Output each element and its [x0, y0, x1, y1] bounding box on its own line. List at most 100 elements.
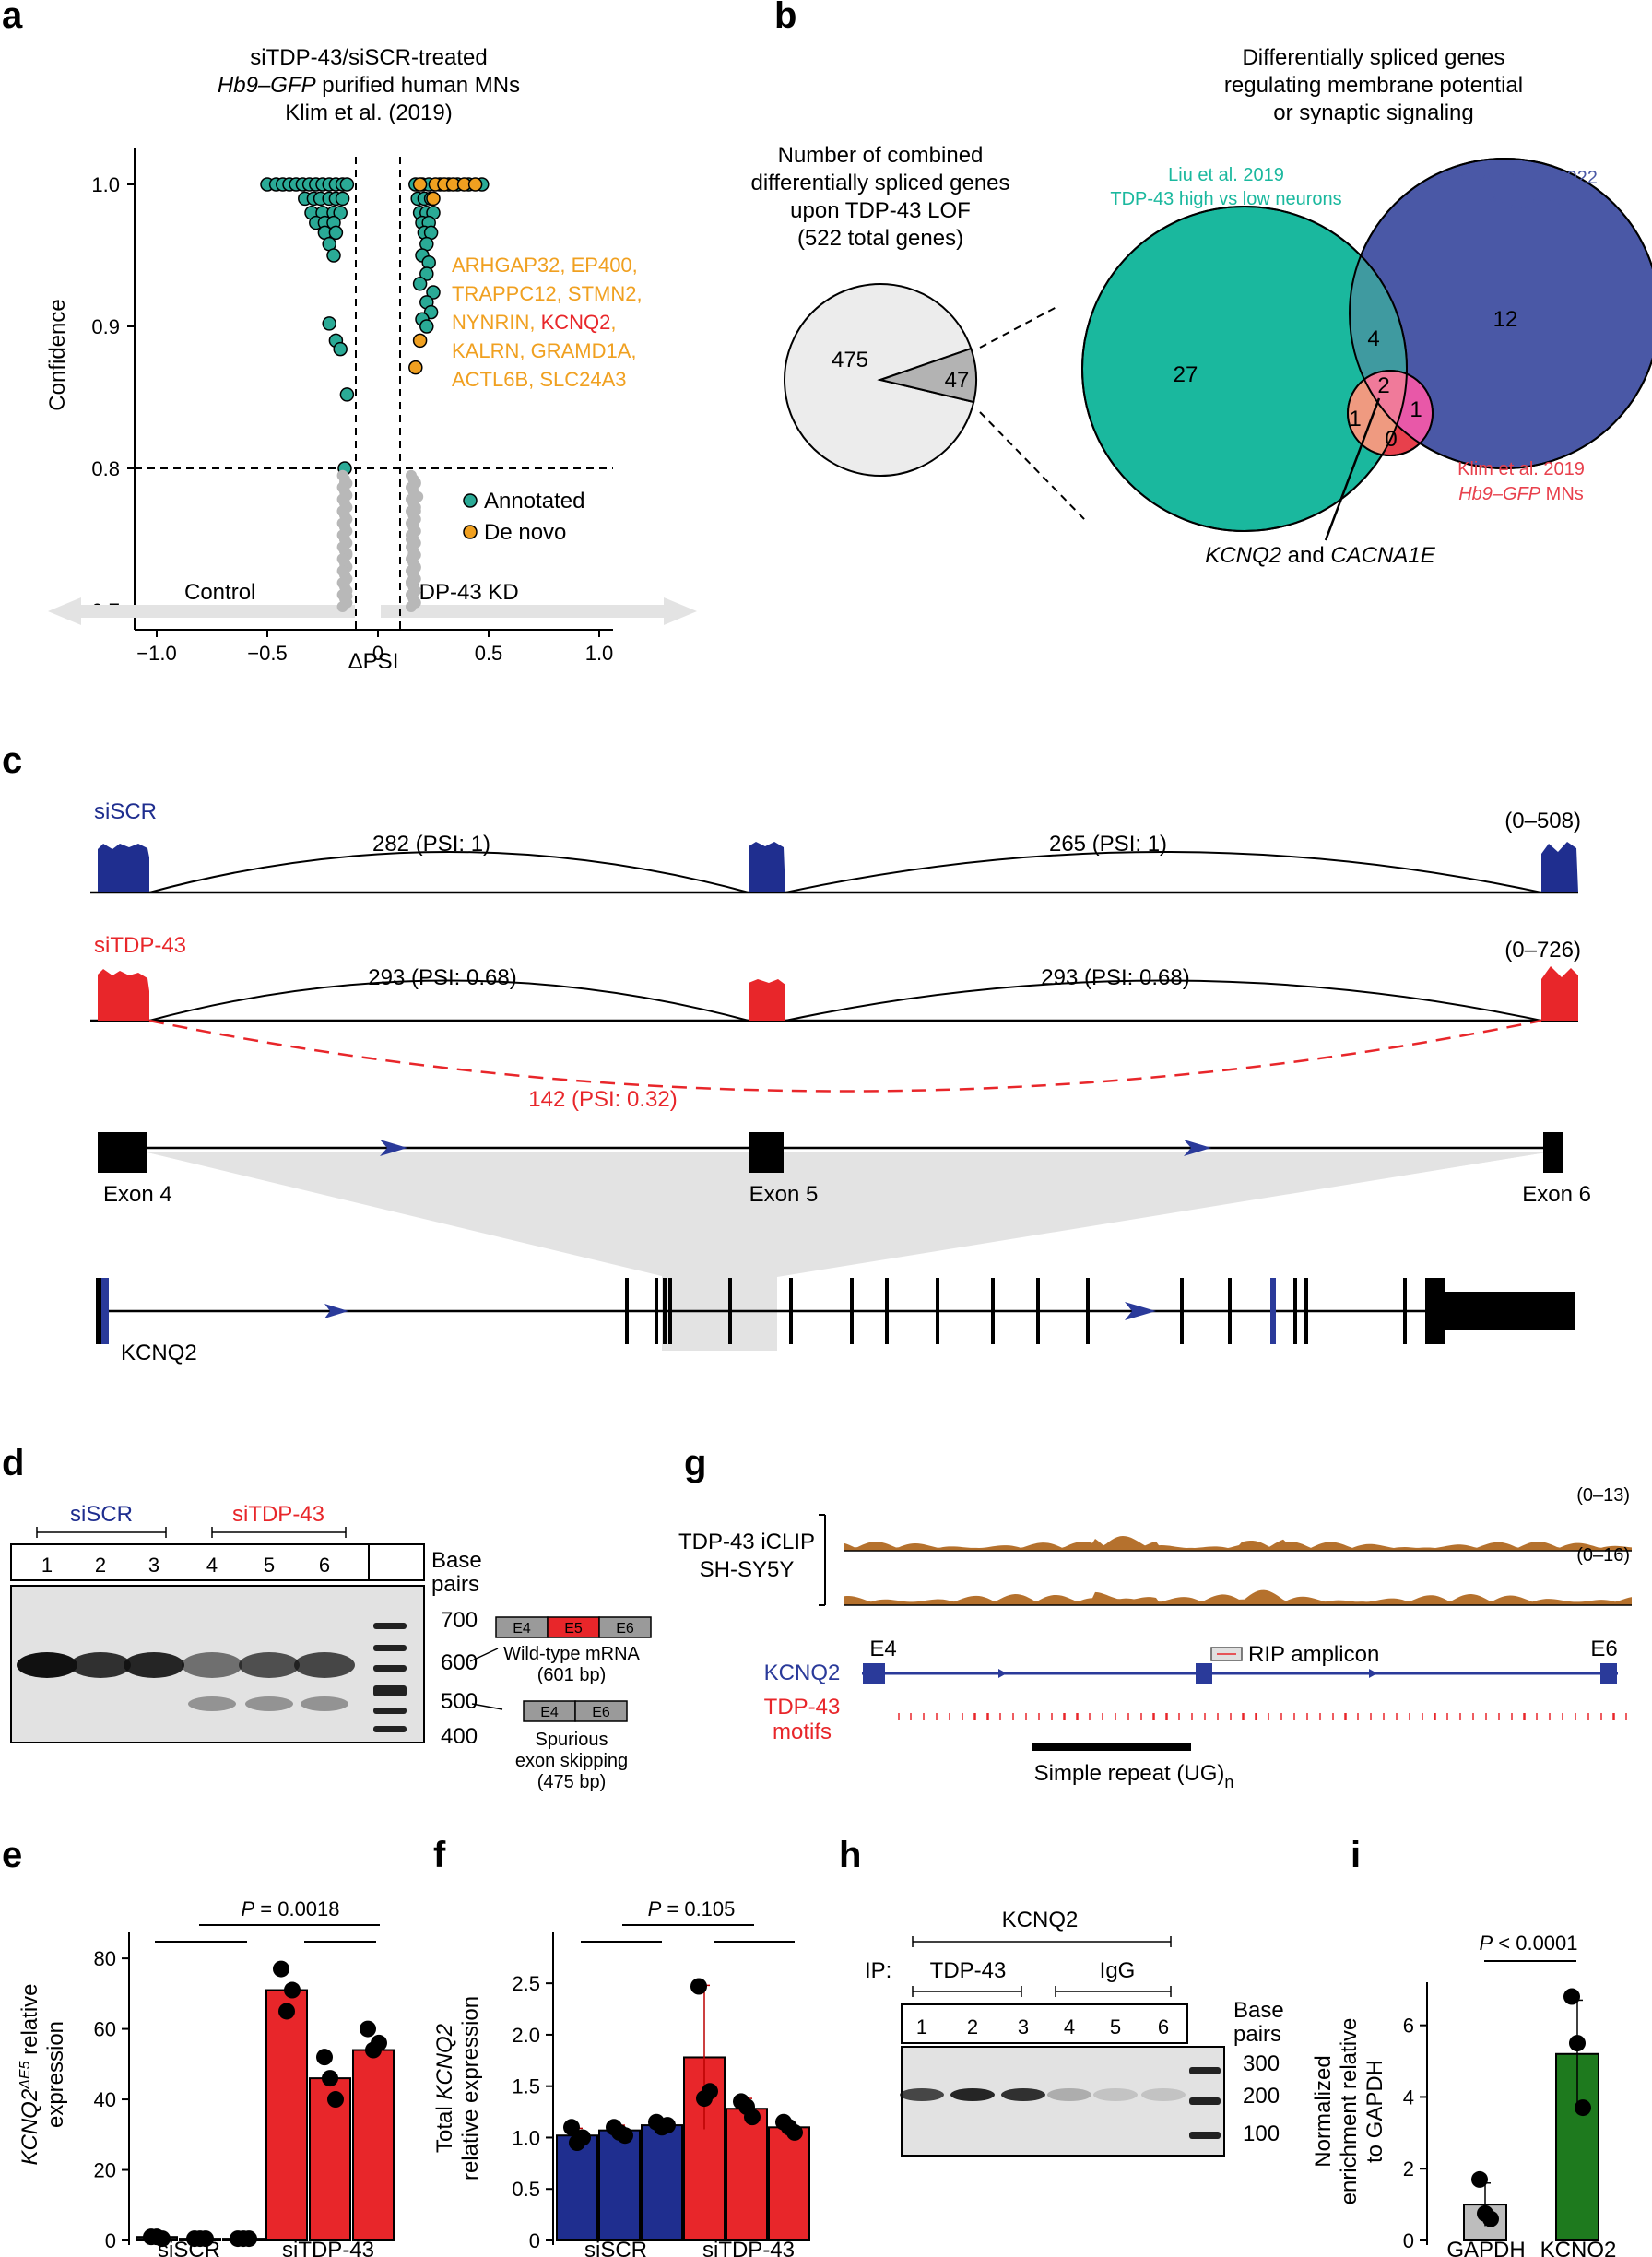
g-strand-arrow-icon [998, 1669, 1007, 1678]
annotated-point [412, 277, 428, 291]
replicate-point [241, 2230, 257, 2248]
zoom-region-fill [148, 1152, 1546, 1351]
panel-h-ladder-band [1189, 2067, 1221, 2074]
motif-label-2: motifs [773, 1719, 832, 1744]
panel-h-lane-number: 1 [916, 2015, 927, 2038]
arrow-control-label: Control [184, 580, 255, 605]
replicate-point [327, 2091, 344, 2109]
gene-exon [885, 1278, 889, 1344]
panel-h-ip-igg: IgG [1100, 1958, 1136, 1983]
legend-annotated-dot [463, 493, 478, 508]
panel-h-ladder-200: 200 [1243, 2084, 1280, 2109]
panel-g: TDP-43 iCLIP SH-SY5Y (0–13) (0–16) KCNQ2… [678, 1485, 1632, 1791]
replicate-point [690, 1978, 707, 1995]
panel-h-band [950, 2088, 995, 2101]
replicate-point [273, 1960, 289, 1978]
gel-ladder-400: 400 [441, 1724, 478, 1749]
gene-exon [1403, 1278, 1407, 1344]
annotated-point [421, 254, 436, 270]
pie-slice-47 [877, 347, 977, 404]
panel-f-ylabel-gene: KCNQ2 [432, 2024, 457, 2100]
iclip-coverage-tracks [844, 1535, 1632, 1605]
panel-e-p-italic: P [241, 1897, 254, 1920]
panel-i-y-label-3: to GAPDH [1363, 2060, 1387, 2163]
strand-arrow-icon [380, 1140, 407, 1156]
pie-title-line3: upon TDP-43 LOF [790, 198, 971, 223]
bar [768, 2126, 810, 2241]
iclip-track-1-coverage [844, 1535, 1632, 1551]
panel-h-lane-number: 5 [1110, 2015, 1121, 2038]
rip-amplicon-label: RIP amplicon [1248, 1642, 1379, 1667]
hb9-gfp-italic: Hb9–GFP [218, 73, 316, 98]
replicate-point [278, 2003, 295, 2020]
panel-a-title-rest: purified human MNs [316, 73, 520, 98]
gene-exon-last-a [1425, 1278, 1446, 1344]
sashimi-tdp-junction-1 [148, 979, 749, 1022]
annotated-point [333, 206, 348, 220]
subthreshold-point [336, 600, 348, 612]
venn-label-klim-line2: Hb9–GFP MNs [1458, 484, 1584, 504]
g-exon-e4 [863, 1663, 885, 1684]
g-exon-e5 [1196, 1663, 1212, 1684]
gel-group-sitdp43: siTDP-43 [232, 1502, 324, 1527]
gel-band-skipped [245, 1696, 293, 1711]
exon-6-block [1543, 1132, 1563, 1173]
venn-label-klim-line1: Klim et al. 2019 [1457, 459, 1585, 479]
gel-ladder-band [373, 1665, 407, 1672]
panel-a-y-tick-label: 1.0 [91, 173, 120, 196]
y-tick-label: 2 [1403, 2157, 1414, 2180]
pie-title-line1: Number of combined [778, 143, 984, 168]
replicate-point [371, 2034, 387, 2051]
panel-i-p-number: < 0.0001 [1493, 1932, 1577, 1955]
panel-a-y-tick-label: 0.9 [91, 315, 120, 338]
legend-annotated: Annotated [484, 489, 584, 514]
replicate-point [786, 2123, 803, 2141]
g-e6-label: E6 [1590, 1637, 1617, 1661]
annotated-point [322, 316, 336, 331]
sashimi-scr-junction-1-label: 282 (PSI: 1) [372, 832, 490, 857]
panel-i-cat-kcnq2: KCNQ2 [1540, 2238, 1617, 2257]
venn-label-klim: Klim et al. 2019 Hb9–GFP MNs [1457, 459, 1585, 504]
panel-a-y-ticks: 0.70.80.91.0 [91, 173, 135, 622]
panel-h-ip-label: IP: [865, 1958, 891, 1983]
venn-label-brown: Brown et al. 2022 i3Neurons [1454, 168, 1598, 214]
venn-title-line1: Differentially spliced genes [1242, 45, 1504, 70]
sashimi-scr-label: siSCR [94, 799, 157, 824]
gel-lane-number: 1 [41, 1554, 53, 1577]
venn-title-line3: or synaptic signaling [1273, 100, 1473, 125]
pie-title: Number of combined differentially splice… [750, 143, 1009, 251]
panel-h-band [900, 2088, 944, 2101]
gene-exon [668, 1278, 672, 1344]
venn-count-liu-klim: 1 [1349, 407, 1361, 431]
panel-h-band [1047, 2088, 1092, 2101]
callout-line [1324, 397, 1381, 541]
annotated-point [419, 266, 434, 281]
replicate-point [284, 1981, 301, 1999]
sashimi-scr-junction-1 [148, 851, 749, 893]
gel-band-wildtype [17, 1652, 77, 1678]
bar [556, 2134, 598, 2241]
klim-hb9: Hb9–GFP [1458, 484, 1541, 504]
gel-ladder-band [373, 1726, 407, 1732]
skip-label-2: exon skipping [515, 1751, 628, 1771]
gene-exon [625, 1278, 629, 1344]
sashimi-tdp-junction-1-label: 293 (PSI: 0.68) [368, 965, 516, 990]
panel-f-group-tdp: siTDP-43 [702, 2238, 795, 2257]
gene-exons [625, 1278, 1407, 1344]
sashimi-scr-range: (0–508) [1504, 809, 1581, 833]
replicate-point [744, 2109, 761, 2126]
brown-neurons: Neurons [1496, 194, 1566, 214]
panel-h-ladder-100: 100 [1243, 2121, 1280, 2146]
panel-a-points [260, 177, 490, 612]
panel-label-h: h [839, 1835, 861, 1875]
gel-wt-pointer [469, 1648, 499, 1662]
skip-label-3: (475 bp) [537, 1772, 607, 1792]
gel-ladder-band [373, 1708, 407, 1714]
replicate-point [316, 2049, 333, 2066]
replicate-point [1482, 2210, 1499, 2227]
panel-f-p-italic: P [648, 1897, 662, 1920]
y-tick-label: 2.5 [512, 1972, 540, 1995]
panel-a-title-line2: Hb9–GFP purified human MNs [218, 73, 520, 98]
gene-exon [663, 1278, 667, 1344]
